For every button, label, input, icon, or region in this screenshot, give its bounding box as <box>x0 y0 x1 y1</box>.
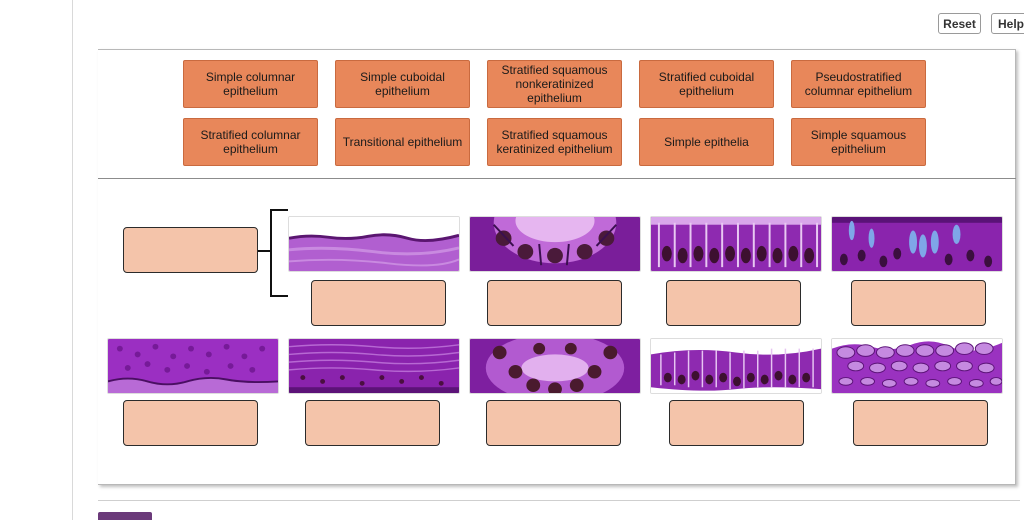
simple-squamous-tissue-image <box>288 216 460 272</box>
keratinized-squamous-tissue-image <box>107 338 279 394</box>
answer-drop-target[interactable] <box>123 400 258 446</box>
label-tile[interactable]: Stratified cuboidal epithelium <box>639 60 774 108</box>
label-tile[interactable]: Pseudostratified columnar epithelium <box>791 60 926 108</box>
answer-drop-target[interactable] <box>666 280 801 326</box>
label-tile[interactable]: Simple squamous epithelium <box>791 118 926 166</box>
label-tile[interactable]: Simple epithelia <box>639 118 774 166</box>
reset-button[interactable]: Reset <box>938 13 981 34</box>
stratified-cuboidal-tissue-image <box>469 338 641 394</box>
label-tile[interactable]: Simple columnar epithelium <box>183 60 318 108</box>
answer-drop-target[interactable] <box>305 400 440 446</box>
answer-drop-target[interactable] <box>486 400 621 446</box>
activity-panel <box>98 49 1016 485</box>
group-bracket <box>270 209 288 297</box>
pseudostratified-tissue-image <box>831 216 1003 272</box>
simple-columnar-tissue-image <box>650 216 822 272</box>
nonkeratinized-squamous-tissue-image <box>288 338 460 394</box>
label-tile[interactable]: Transitional epithelium <box>335 118 470 166</box>
answer-drop-target[interactable] <box>669 400 804 446</box>
answer-drop-target[interactable] <box>311 280 446 326</box>
answer-drop-target[interactable] <box>487 280 622 326</box>
transitional-tissue-image <box>831 338 1003 394</box>
bracket-connector <box>258 250 270 252</box>
group-drop-target[interactable] <box>123 227 258 273</box>
answer-drop-target[interactable] <box>851 280 986 326</box>
help-button[interactable]: Help <box>991 13 1024 34</box>
submit-button[interactable] <box>98 512 152 520</box>
bank-divider <box>98 178 1016 179</box>
label-tile[interactable]: Stratified squamous nonkeratinized epith… <box>487 60 622 108</box>
label-tile[interactable]: Stratified columnar epithelium <box>183 118 318 166</box>
simple-cuboidal-tissue-image <box>469 216 641 272</box>
stratified-columnar-tissue-image <box>650 338 822 394</box>
bottom-divider <box>98 500 1020 501</box>
answer-drop-target[interactable] <box>853 400 988 446</box>
label-tile[interactable]: Simple cuboidal epithelium <box>335 60 470 108</box>
left-rule <box>72 0 73 520</box>
label-tile[interactable]: Stratified squamous keratinized epitheli… <box>487 118 622 166</box>
